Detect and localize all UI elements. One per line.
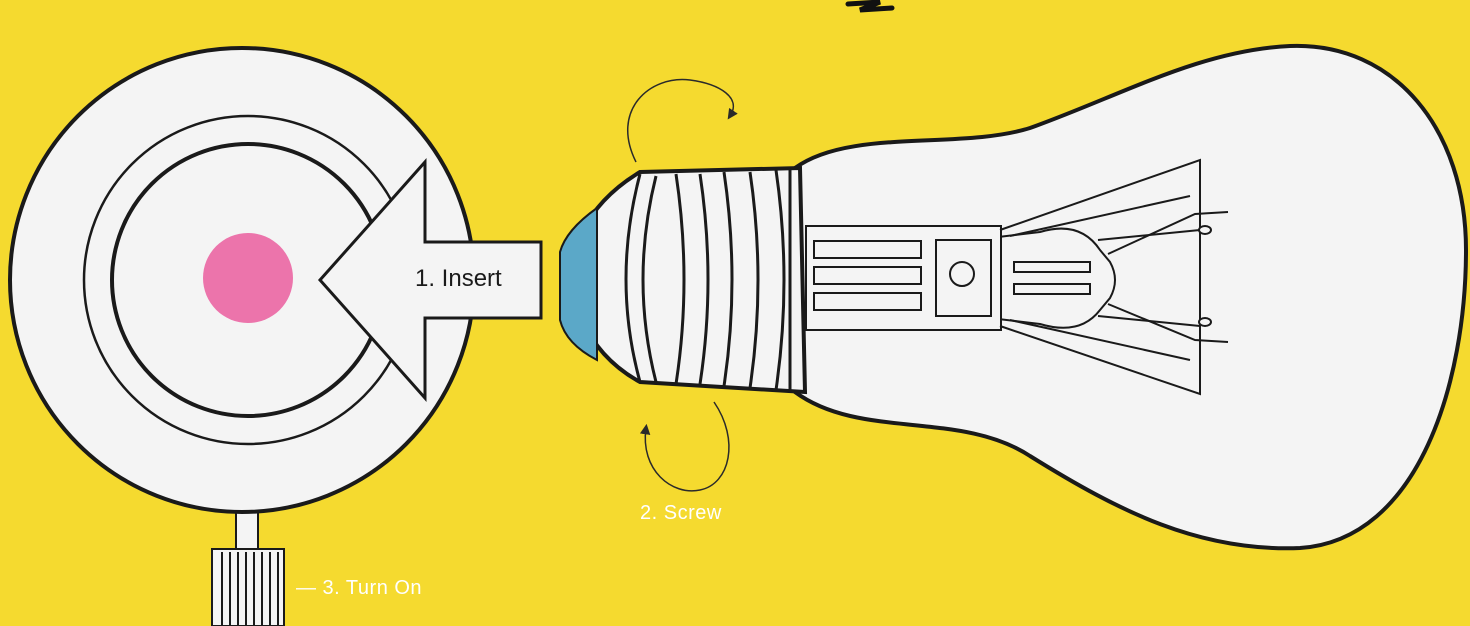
bulb-glass (793, 43, 1468, 551)
arrow-left-icon (317, 158, 543, 402)
step-turn-on-label: — 3. Turn On (296, 577, 423, 599)
switch-knob-icon (211, 548, 285, 626)
socket-contact-dot (203, 233, 293, 323)
bulb-thread-lines (624, 169, 792, 392)
decorative-mark (845, 0, 895, 13)
rotate-arrow-bottom (639, 401, 730, 492)
bulb-screw-base (580, 165, 808, 395)
bulb-filament-assembly (805, 158, 1229, 396)
rotate-arrow-icon (626, 78, 738, 492)
switch-stem (235, 507, 259, 555)
light-bulb-icon (559, 43, 1468, 551)
bulb-base-tip (559, 206, 598, 362)
rotate-arrow-top (626, 78, 738, 163)
step-screw-label: 2. Screw (640, 502, 722, 524)
step-insert-label: 1. Insert (415, 265, 502, 292)
